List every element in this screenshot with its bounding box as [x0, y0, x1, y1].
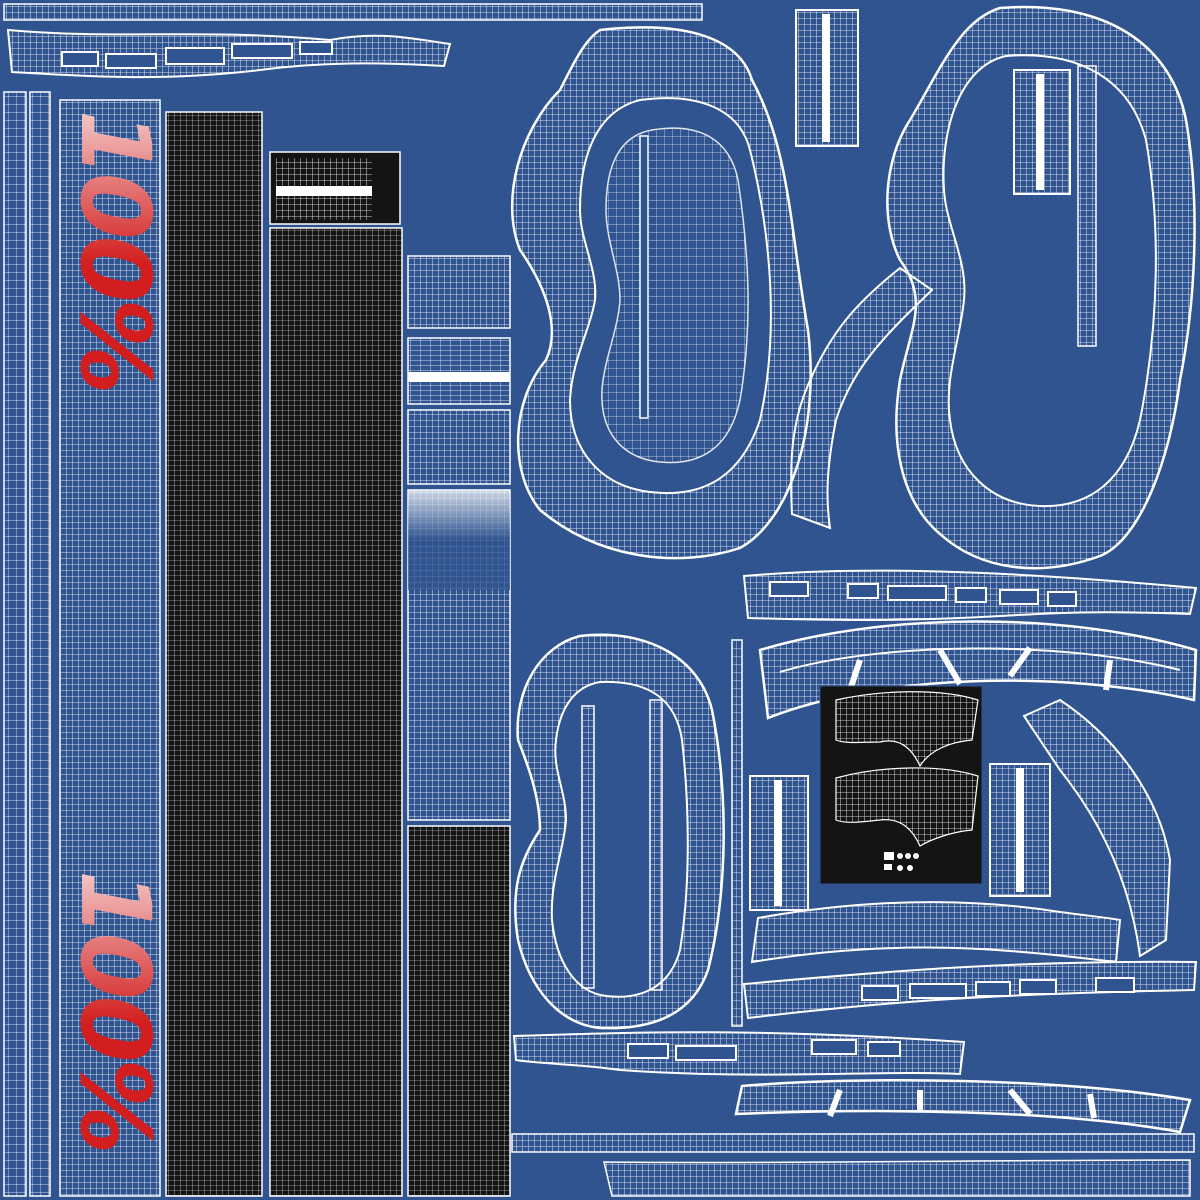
goggle-frame-top-right — [886, 5, 1196, 570]
arched-strap-piece-lower — [734, 1078, 1192, 1134]
strap-island-lower-right — [742, 960, 1198, 1020]
strap-island-mid-right — [742, 569, 1198, 621]
goggle-frame-bottom-left — [514, 633, 725, 1030]
thin-vertical-strip — [731, 639, 743, 1027]
goggle-side-panel-right — [989, 763, 1051, 897]
curved-strap-right — [1022, 698, 1172, 958]
bottom-strap-strips — [511, 1133, 1195, 1197]
thin-strip-columns — [3, 91, 51, 1197]
goggle-side-panel-left — [749, 775, 809, 911]
goggle-side-panel-top — [795, 9, 859, 147]
dark-mesh-column-1 — [165, 111, 263, 1197]
logo-strap-column: 100% 100% — [59, 99, 171, 1197]
logo-text-bottom: 100% — [59, 870, 171, 1151]
strap-island-top-left — [6, 28, 452, 79]
lens-thumbnail — [819, 685, 983, 885]
strap-island-bottom-center — [512, 1031, 966, 1076]
logo-text-top: 100% — [59, 110, 171, 391]
top-strap-strip — [3, 3, 703, 21]
diagonal-strap-piece — [790, 266, 934, 530]
wide-curved-strap — [750, 900, 1122, 964]
goggle-frame-top-center — [510, 26, 812, 560]
mixed-strap-column — [407, 255, 511, 1197]
arched-strap-piece — [758, 620, 1198, 720]
dark-mesh-column-2 — [269, 227, 403, 1197]
dark-mesh-block — [269, 151, 401, 225]
